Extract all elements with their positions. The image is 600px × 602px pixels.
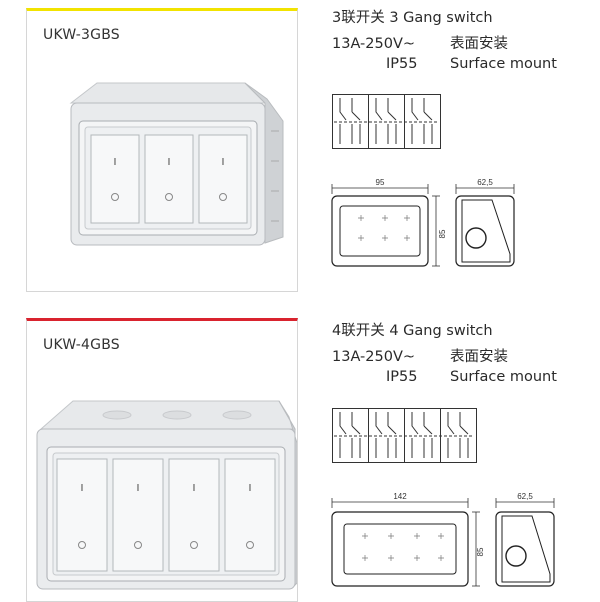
height-dimension: 85	[438, 229, 447, 238]
switch-mark: I	[168, 157, 171, 168]
spec-ip-row: IP55 Surface mount	[332, 56, 557, 72]
switch-mark: I	[81, 483, 84, 494]
mount-en-text: Surface mount	[450, 369, 557, 385]
product-photo-4gang: I I I I	[36, 400, 297, 590]
spec-title: 3联开关 3 Gang switch	[332, 10, 493, 26]
mount-en-text: Surface mount	[450, 56, 557, 72]
switch-mark: I	[249, 483, 252, 494]
dimension-front-4gang: 142 85	[331, 492, 485, 587]
dimension-side-3gang: 62,5	[455, 178, 515, 267]
rating-text: 13A-250V~	[332, 349, 416, 365]
product-card-3gang: UKW-3GBS I I I	[26, 8, 298, 292]
spec-rating-row: 13A-250V~ 表面安装	[332, 32, 508, 53]
product-photo-3gang: I I I	[69, 82, 284, 246]
spec-title: 4联开关 4 Gang switch	[332, 323, 493, 339]
ip-text: IP55	[386, 56, 418, 72]
height-dimension: 85	[476, 547, 485, 556]
wiring-diagram-4gang	[332, 408, 477, 463]
mount-cn-text: 表面安装	[450, 36, 508, 52]
wiring-diagram-3gang	[332, 94, 441, 149]
dimension-front-3gang: 95 85	[331, 178, 447, 267]
width-dimension: 95	[376, 178, 385, 187]
spec-ip-row: IP55 Surface mount	[332, 369, 557, 385]
spec-rating-row: 13A-250V~ 表面安装	[332, 345, 508, 366]
rating-text: 13A-250V~	[332, 36, 416, 52]
product-card-4gang: UKW-4GBS I I I I	[26, 318, 298, 602]
switch-mark: I	[222, 157, 225, 168]
switch-mark: I	[114, 157, 117, 168]
switch-mark: I	[193, 483, 196, 494]
depth-dimension: 62,5	[517, 492, 533, 501]
model-label: UKW-4GBS	[43, 337, 120, 353]
ip-text: IP55	[386, 369, 418, 385]
width-dimension: 142	[393, 492, 407, 501]
model-label: UKW-3GBS	[43, 27, 120, 43]
switch-mark: I	[137, 483, 140, 494]
mount-cn-text: 表面安装	[450, 349, 508, 365]
dimension-side-4gang: 62,5	[495, 492, 555, 587]
depth-dimension: 62,5	[477, 178, 493, 187]
